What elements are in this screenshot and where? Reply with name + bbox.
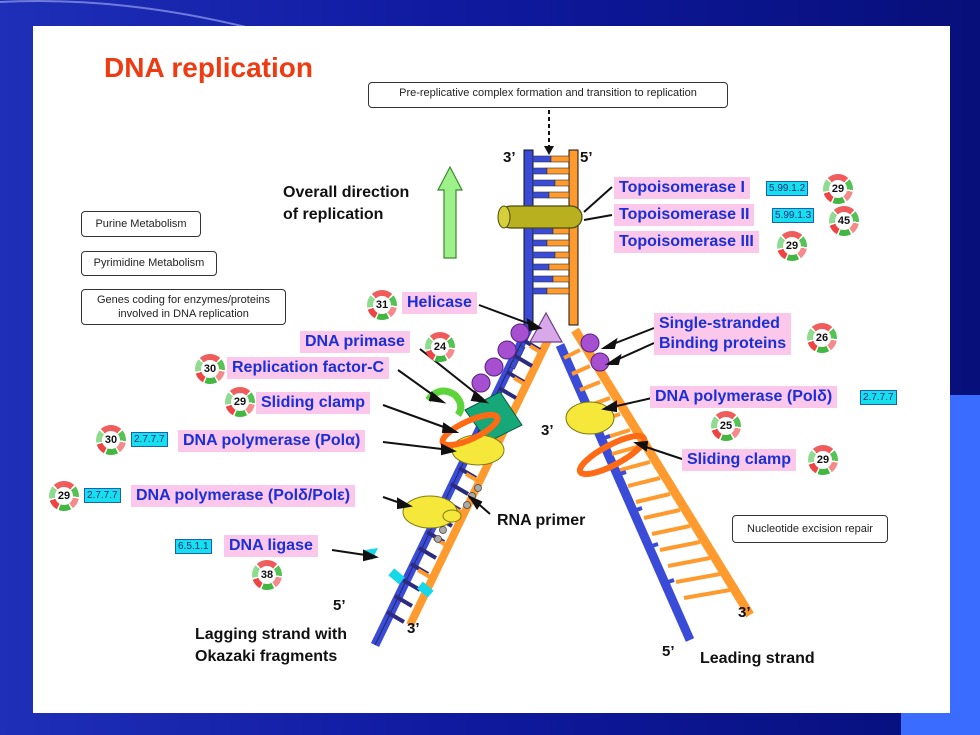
topoisomerase-2-badge[interactable]: 45	[829, 206, 859, 236]
direction-line2: of replication	[283, 206, 384, 223]
pol-delta-badge[interactable]: 25	[711, 411, 741, 441]
pol-delta-eps-badge[interactable]: 29	[49, 481, 79, 511]
leading-strand	[555, 327, 754, 642]
helicase-label[interactable]: Helicase	[402, 292, 477, 314]
strand-end-lag-3: 3’	[407, 620, 420, 637]
replication-factor-c-label[interactable]: Replication factor-C	[227, 357, 390, 379]
strand-end-lead-5: 5’	[662, 643, 675, 660]
ssb-label[interactable]: Single-stranded Binding proteins	[654, 313, 792, 355]
decorative-swoosh	[0, 0, 251, 29]
strand-end-lag-5: 5’	[333, 597, 346, 614]
dna-primase-badge[interactable]: 24	[425, 332, 455, 362]
pol-alpha-label[interactable]: DNA polymerase (Polα)	[178, 430, 366, 452]
lagging-strand-line1: Lagging strand with	[195, 626, 347, 643]
topoisomerase-2-label[interactable]: Topoisomerase II	[614, 204, 755, 226]
pol-delta-ec[interactable]: 2.7.7.7	[860, 390, 897, 405]
topoisomerase-2-ec[interactable]: 5.99.1.3	[772, 208, 815, 223]
pol-alpha-ec[interactable]: 2.7.7.7	[131, 432, 168, 447]
helicase-badge[interactable]: 31	[367, 290, 397, 320]
topoisomerase-1-ec[interactable]: 5.99.1.2	[766, 181, 809, 196]
pol-delta-eps-ec[interactable]: 2.7.7.7	[84, 488, 121, 503]
page-title: DNA replication	[104, 52, 313, 83]
pol-delta-label[interactable]: DNA polymerase (Polδ)	[650, 386, 838, 408]
genes-line1: Genes coding for enzymes/proteins	[96, 294, 271, 306]
pol-alpha-badge[interactable]: 30	[96, 425, 126, 455]
rna-primer-label: RNA primer	[497, 512, 586, 529]
pre-replicative-link[interactable]: Pre-replicative complex formation and tr…	[368, 82, 728, 108]
dna-ligase-ec[interactable]: 6.5.1.1	[175, 539, 212, 554]
sliding-clamp-left-badge[interactable]: 29	[225, 387, 255, 417]
sliding-clamp-left-label[interactable]: Sliding clamp	[256, 392, 371, 414]
pyrimidine-metabolism-link[interactable]: Pyrimidine Metabolism	[81, 251, 217, 276]
leading-strand-label: Leading strand	[700, 650, 815, 667]
genes-line2: involved in DNA replication	[118, 308, 249, 320]
sliding-clamp-right-badge[interactable]: 29	[808, 445, 838, 475]
topoisomerase-cylinder	[499, 205, 583, 229]
topoisomerase-3-label[interactable]: Topoisomerase III	[614, 231, 759, 253]
pol-delta-eps-label[interactable]: DNA polymerase (Polδ/Polε)	[131, 485, 356, 507]
strand-end-top-right: 5’	[580, 149, 593, 166]
purine-metabolism-link[interactable]: Purine Metabolism	[81, 211, 201, 237]
direction-line1: Overall direction	[283, 184, 410, 201]
direction-arrow	[437, 165, 463, 259]
dna-ligase-label[interactable]: DNA ligase	[224, 535, 318, 557]
strand-end-lead-3: 3’	[738, 604, 751, 621]
dna-primase-label[interactable]: DNA primase	[300, 331, 410, 353]
lagging-strand-line2: Okazaki fragments	[195, 648, 338, 665]
rfc-badge[interactable]: 30	[195, 354, 225, 384]
dna-ligase-badge[interactable]: 38	[252, 560, 282, 590]
topoisomerase-3-badge[interactable]: 29	[777, 231, 807, 261]
topoisomerase-1-label[interactable]: Topoisomerase I	[614, 177, 750, 199]
genes-coding-link[interactable]: Genes coding for enzymes/proteins involv…	[81, 289, 286, 325]
ssb-line1: Single-stranded	[659, 315, 780, 332]
topoisomerase-1-badge[interactable]: 29	[823, 174, 853, 204]
strand-end-fork: 3’	[541, 422, 554, 439]
ssb-line2: Binding proteins	[659, 335, 787, 352]
sliding-clamp-right-label[interactable]: Sliding clamp	[682, 449, 797, 471]
ssb-badge[interactable]: 26	[807, 323, 837, 353]
nucleotide-excision-link[interactable]: Nucleotide excision repair	[732, 515, 888, 543]
strand-end-top-left: 3’	[503, 149, 516, 166]
